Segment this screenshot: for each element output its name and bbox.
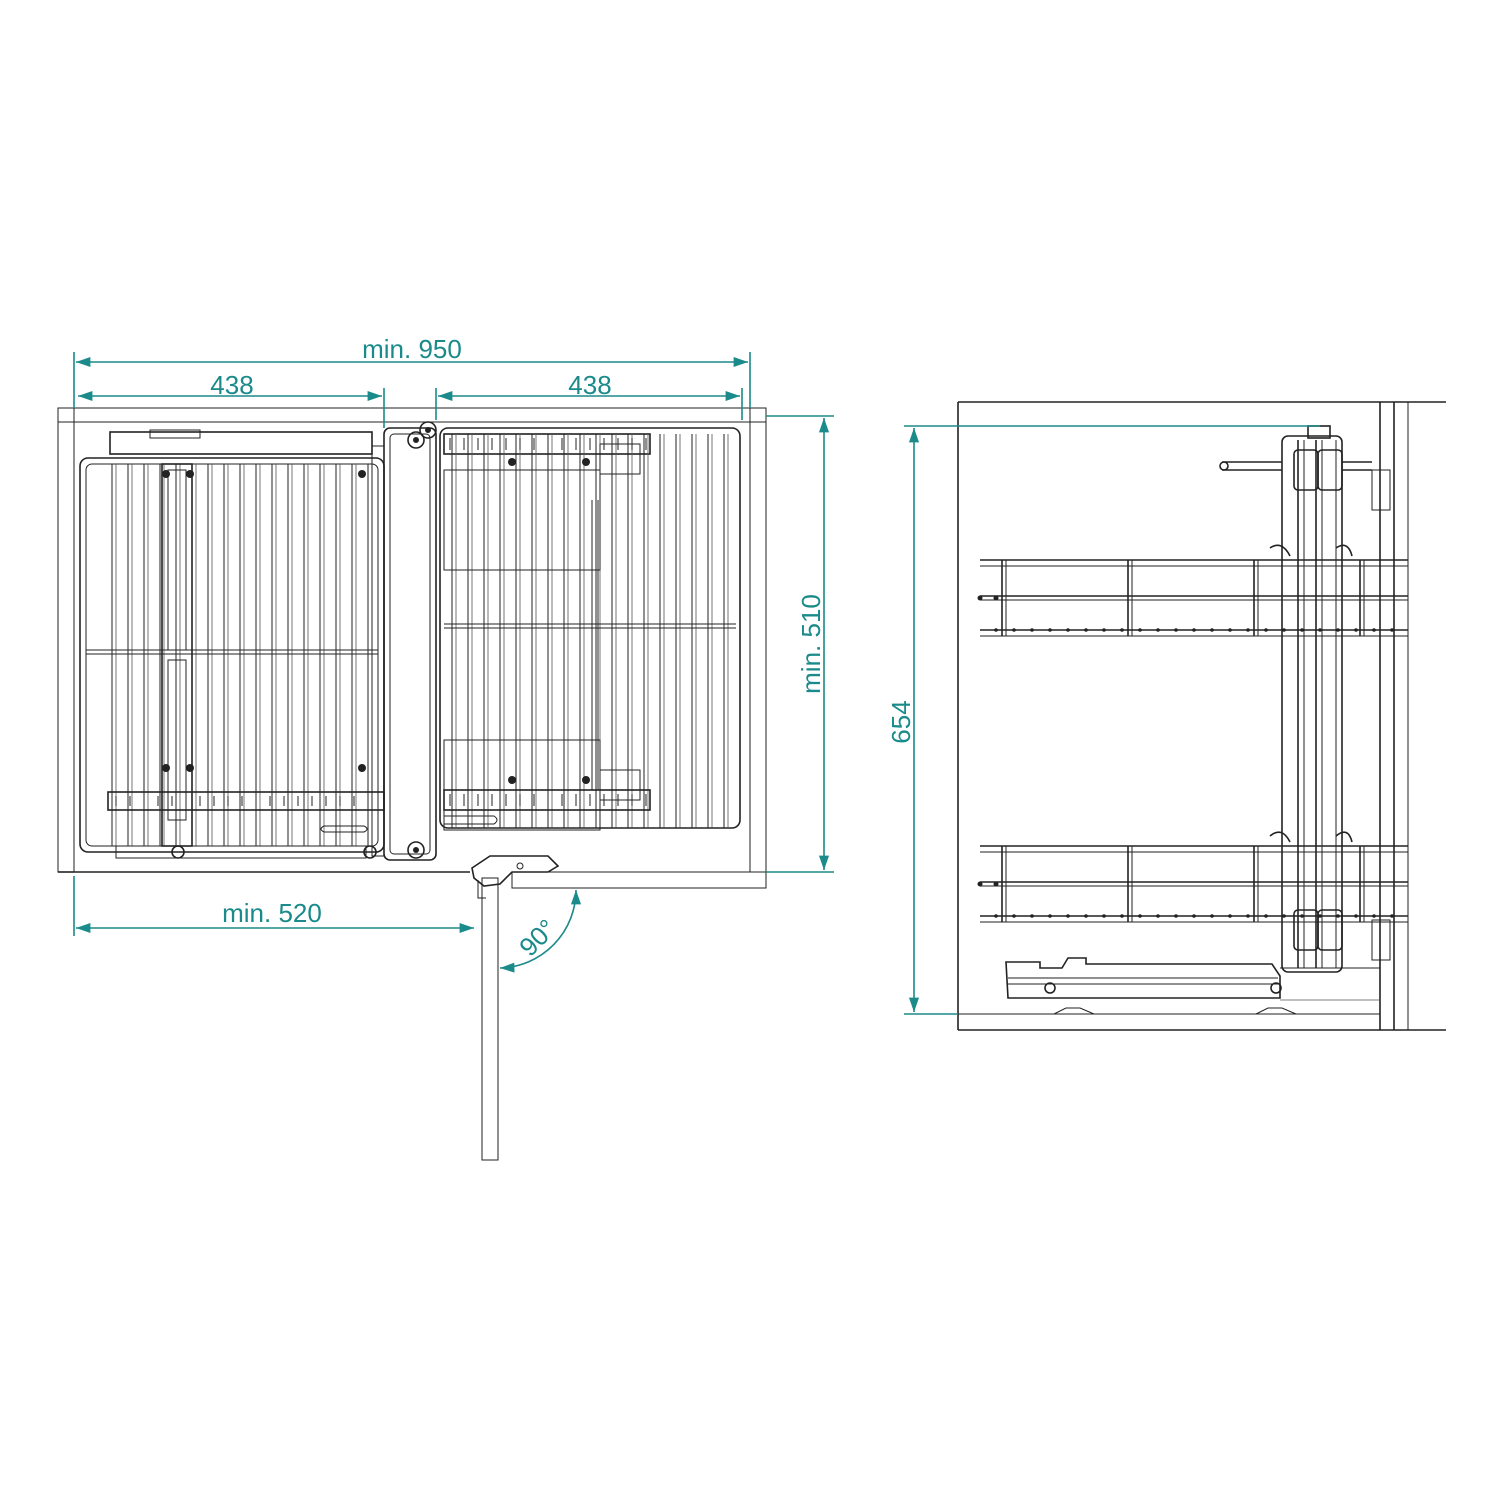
side-cabinet [957, 401, 1446, 1031]
plan-dimensions: min. 950 438 438 min. 510 min. 520 90° [73, 334, 834, 973]
door-angle-label: 90° [513, 913, 562, 962]
right-basket-width-label: 438 [568, 370, 611, 400]
right-basket [439, 427, 741, 831]
unit-height-label: 654 [886, 700, 916, 743]
cabinet-depth-label: min. 510 [796, 594, 826, 694]
plan-view: min. 950 438 438 min. 510 min. 520 90° [57, 334, 834, 1161]
left-basket-width-label: 438 [210, 370, 253, 400]
lower-shelf [977, 845, 1408, 923]
side-view: 654 [886, 401, 1446, 1031]
hinge [471, 855, 560, 899]
cabinet-walls [57, 407, 767, 1161]
upper-shelf [977, 559, 1408, 637]
base-rail [1005, 957, 1380, 1015]
side-dimensions: 654 [886, 425, 1320, 1015]
overall-width-label: min. 950 [362, 334, 462, 364]
door-offset-label: min. 520 [222, 898, 322, 928]
left-basket [79, 429, 385, 859]
pivot-column [371, 421, 437, 861]
side-column [1219, 425, 1391, 973]
